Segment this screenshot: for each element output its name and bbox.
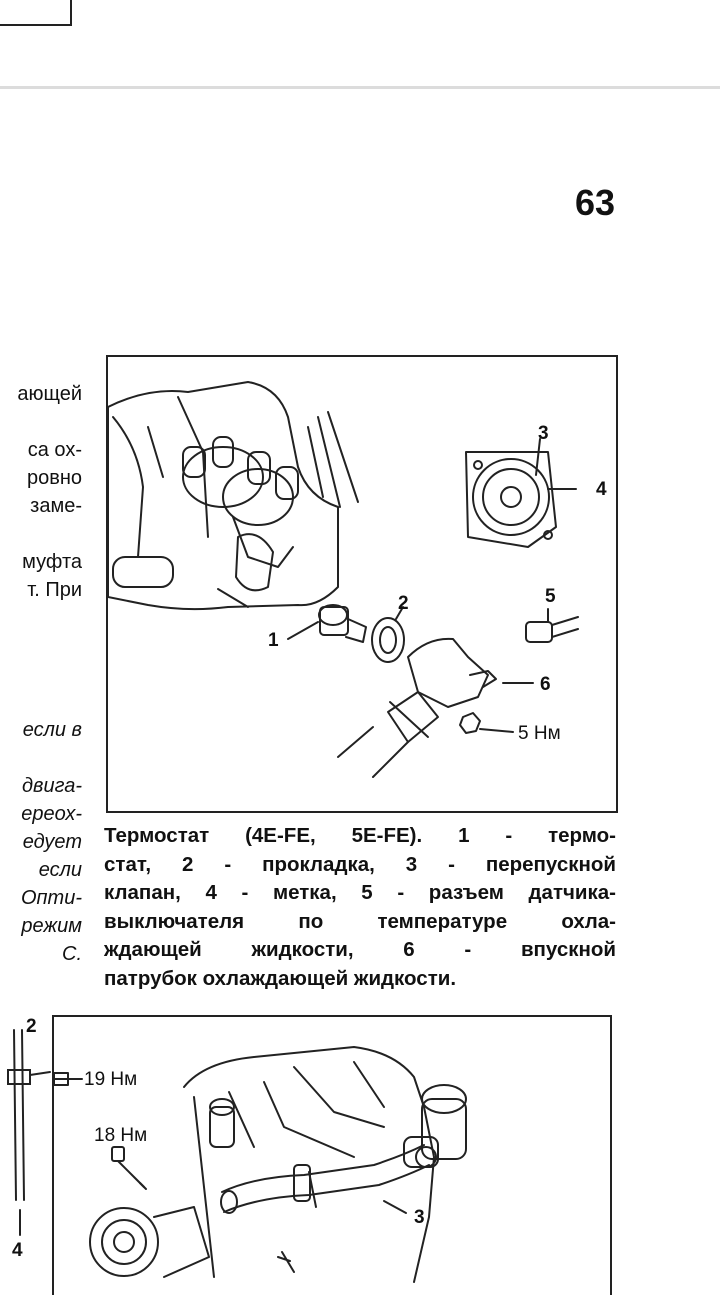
left-column-line: едует (22, 831, 82, 853)
caption-line: Термостат (4E-FE, 5E-FE). 1 - термо- (104, 824, 616, 847)
caption-line: клапан, 4 - метка, 5 - разъем датчика- (104, 881, 616, 904)
dipstick-area: 2 4 (0, 1010, 52, 1280)
left-column-line (0, 660, 82, 688)
caption-line: ждающей жидкости, 6 - впускной (104, 938, 616, 961)
left-column-line: режим (21, 915, 82, 937)
label-2-outside: 2 (26, 1016, 37, 1037)
left-column-line: муфта (22, 551, 82, 573)
thermostat-drawing: 1 2 3 4 5 6 5 Нм (108, 381, 607, 778)
page-number: 63 (575, 182, 616, 223)
caption-line: выключателя по температуре охла- (104, 909, 616, 933)
left-column-line: Опти- (20, 887, 82, 909)
left-column-line: если (38, 859, 82, 881)
label-torque-19nm: 19 Нм (84, 1069, 137, 1090)
left-column-line: ровно (26, 467, 82, 489)
thermostat-figure: 1 2 3 4 5 6 5 Нм (106, 355, 618, 813)
left-column-line: заме- (30, 495, 82, 517)
left-column-line (0, 744, 82, 772)
cooling-system-figure: 19 Нм 18 Нм 3 (52, 1015, 612, 1295)
left-column-line (0, 688, 82, 716)
label-4: 4 (596, 479, 607, 500)
cooling-system-drawing: 19 Нм 18 Нм 3 (54, 1046, 467, 1283)
left-column-line: C. (62, 943, 82, 965)
left-column-line (0, 632, 82, 660)
top-corner-box (0, 0, 72, 26)
label-3-fig2: 3 (414, 1207, 425, 1228)
caption-line: стат, 2 - прокладка, 3 - перепускной (104, 852, 616, 876)
left-column-line: если в (22, 719, 82, 741)
left-column-line: са ох- (27, 439, 82, 461)
label-3: 3 (538, 423, 549, 444)
label-5: 5 (545, 586, 556, 607)
left-column-line: ающей (17, 383, 82, 405)
left-column-text: ающей са ох-ровно заме- муфта т. При если … (0, 380, 82, 968)
label-6: 6 (540, 674, 551, 695)
caption-line: патрубок охлаждающей жидкости. (104, 966, 457, 990)
label-4-outside: 4 (12, 1240, 23, 1261)
left-column-line: ереох- (21, 803, 82, 825)
left-column-line (0, 520, 82, 548)
label-torque-5nm: 5 Нм (518, 723, 561, 744)
left-column-line: т. При (27, 579, 82, 601)
left-column-line (0, 408, 82, 436)
figure-caption: Термостат (4E-FE, 5E-FE). 1 - термо-стат… (104, 822, 616, 993)
left-column-line: двига- (21, 775, 82, 797)
header-rule (0, 86, 720, 89)
left-column-line (0, 604, 82, 632)
label-1: 1 (268, 630, 279, 651)
label-torque-18nm: 18 Нм (94, 1125, 147, 1146)
label-2: 2 (398, 593, 409, 614)
